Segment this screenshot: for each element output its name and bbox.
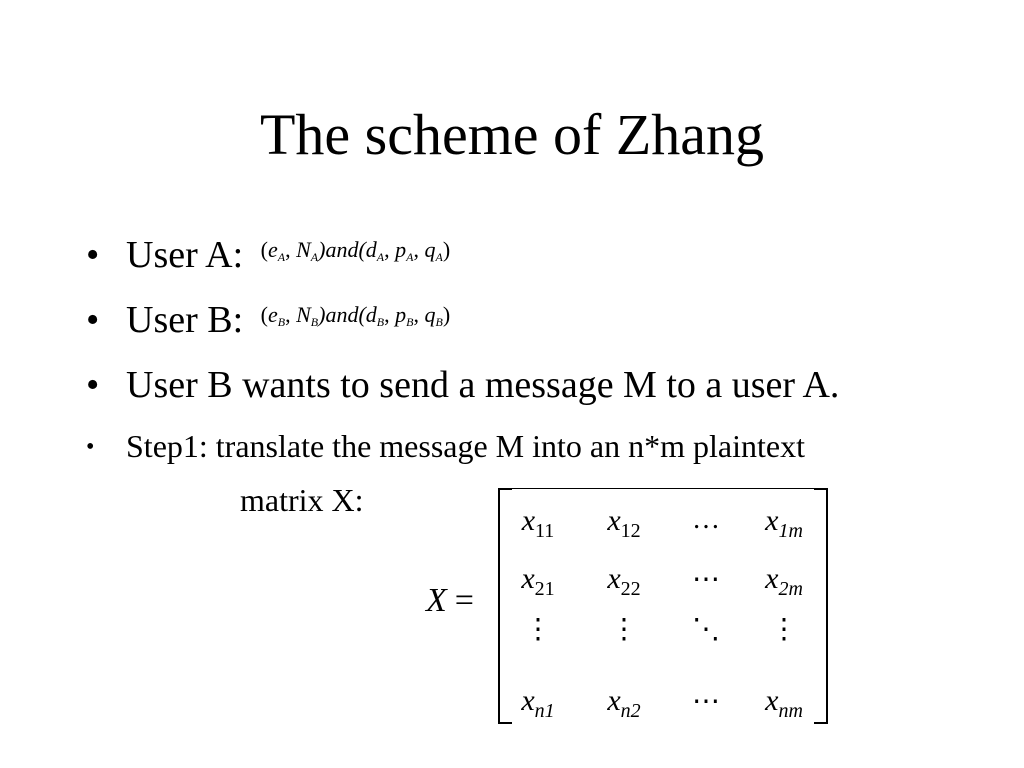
matrix-cell-ellipsis: ⋯ <box>692 686 720 717</box>
bullet-send-message: • User B wants to send a message M to a u… <box>86 363 839 407</box>
matrix-cell-x11: x11 <box>521 504 555 542</box>
matrix-cell-x2m: x2m <box>765 562 803 600</box>
matrix-cell-ellipsis: ⋯ <box>692 564 720 595</box>
user-b-label: User B: <box>126 299 244 341</box>
matrix-cell-x22: x22 <box>607 562 641 600</box>
matrix-cell-vdots: ⋮ <box>770 614 798 645</box>
matrix-cell-x12: x12 <box>607 504 641 542</box>
send-message-text: User B wants to send a message M to a us… <box>126 364 840 406</box>
matrix-cell-ddots: ⋱ <box>692 614 720 645</box>
bullet-marker: • <box>86 234 100 276</box>
matrix-right-bracket <box>814 488 828 724</box>
matrix-top-line <box>510 488 814 489</box>
user-a-label: User A: <box>126 234 244 276</box>
matrix-cell-vdots: ⋮ <box>610 614 638 645</box>
matrix-cell-vdots: ⋮ <box>524 614 552 645</box>
slide-title: The scheme of Zhang <box>259 102 765 167</box>
matrix-cell-xn2: xn2 <box>607 684 641 722</box>
matrix-cell-ellipsis: … <box>692 504 720 535</box>
step1-continuation: matrix X: <box>240 482 364 518</box>
bullet-marker: • <box>86 434 95 460</box>
matrix-cell-x1m: x1m <box>765 504 803 542</box>
bullet-marker: • <box>86 364 100 406</box>
bullet-step1: • Step1: translate the message M into an … <box>86 428 805 465</box>
bullet-marker: • <box>86 299 100 341</box>
bullet-user-a: • User A: (eA, NA)and(dA, pA, qA) <box>86 233 450 277</box>
step1-text: Step1: translate the message M into an n… <box>126 428 805 464</box>
bullet-user-b: • User B: (eB, NB)and(dB, pB, qB) <box>86 298 450 342</box>
matrix-lhs: X= <box>426 582 474 619</box>
user-b-key-expression: (eB, NB)and(dB, pB, qB) <box>260 302 451 329</box>
matrix-cell-x21: x21 <box>521 562 555 600</box>
user-a-key-expression: (eA, NA)and(dA, pA, qA) <box>260 237 451 264</box>
matrix-cell-xn1: xn1 <box>521 684 555 722</box>
matrix-left-bracket <box>498 488 512 724</box>
matrix-cell-xnm: xnm <box>765 684 803 722</box>
